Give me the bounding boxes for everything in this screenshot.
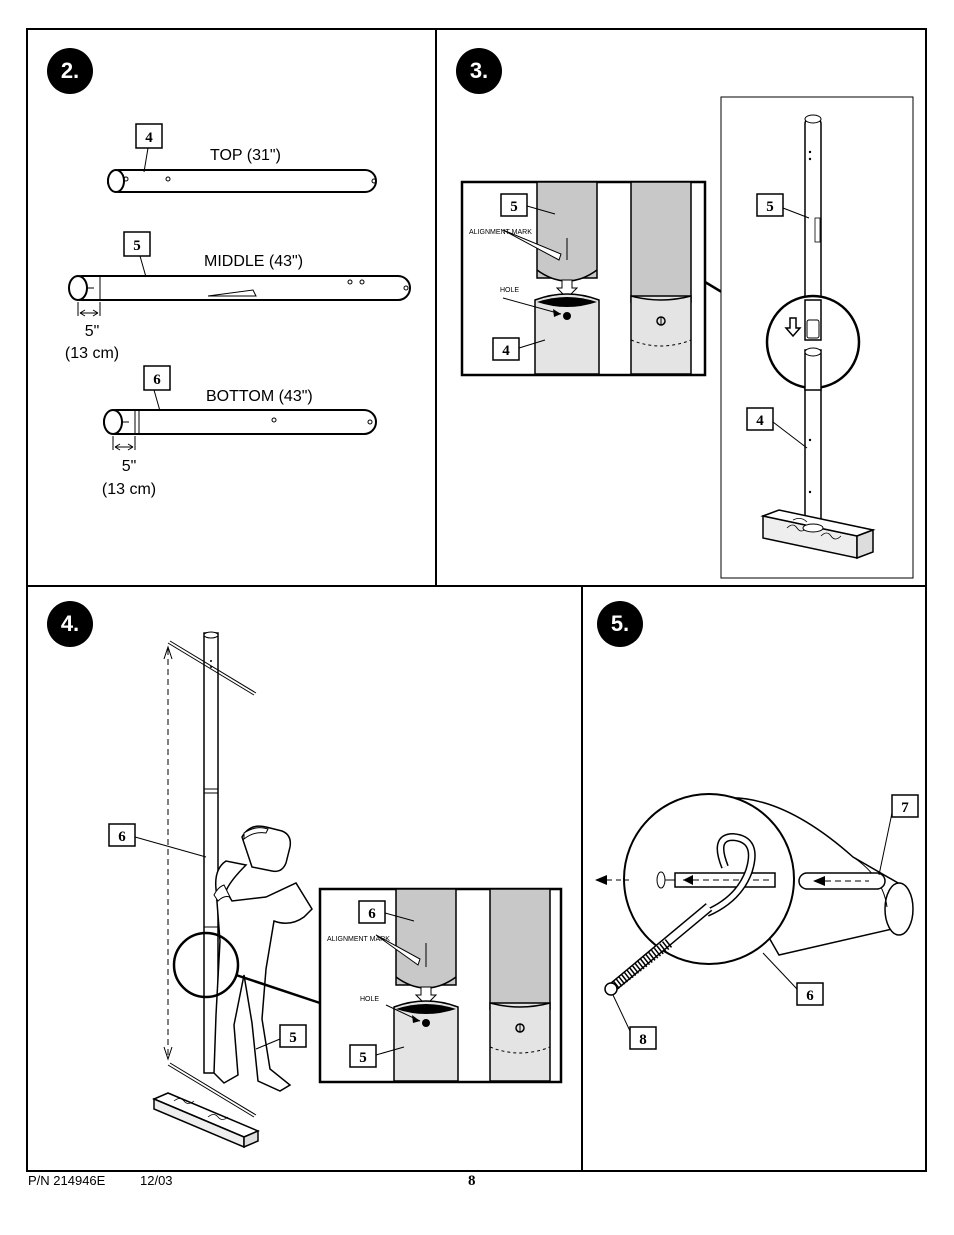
- step-5-illustration: 7 6 8: [595, 793, 919, 1050]
- step-2-illustration: 4 TOP (31") 5 MIDDLE (43") 5" (13 cm): [65, 123, 411, 498]
- bottom-tube-dim-cm: (13 cm): [102, 481, 156, 498]
- middle-tube: [68, 255, 411, 317]
- pole-label-4: 4: [756, 413, 764, 429]
- detail-label-6: 6: [368, 906, 376, 922]
- hole-label-step4: HOLE: [360, 996, 379, 1003]
- part-label-5: 5: [133, 238, 141, 254]
- label-box-7: [891, 794, 919, 818]
- alignment-mark-label: ALIGNMENT MARK: [469, 229, 532, 236]
- step-4-scene: [152, 631, 321, 1149]
- revision-date: 12/03: [140, 1173, 173, 1188]
- top-tube-label: TOP (31"): [210, 147, 281, 164]
- scene-label-5: 5: [289, 1030, 297, 1046]
- bottom-tube-dim-inches: 5": [122, 458, 137, 475]
- step-4-badge: 4.: [47, 601, 93, 647]
- scene-label-box-5: [279, 1024, 307, 1048]
- part-number: P/N 214946E: [28, 1173, 106, 1188]
- pole-label-box-4: [746, 407, 774, 431]
- part-label-4: 4: [145, 130, 153, 146]
- panel-step-2: 2. 4 TOP (31") 5 MIDD: [26, 28, 437, 587]
- label-box-8: [629, 1026, 657, 1050]
- part-label-box-6: [143, 365, 171, 391]
- detail-label-box-5-step4: [349, 1044, 377, 1068]
- detail-label-box-6: [358, 900, 386, 924]
- pole-label-box-5: [756, 193, 784, 217]
- detail-label-4: 4: [502, 343, 510, 359]
- detail-label-5-step4: 5: [359, 1050, 367, 1066]
- scene-label-box-6: [108, 823, 136, 847]
- top-tube: [107, 147, 377, 193]
- panel-step-5: 5.: [581, 585, 927, 1172]
- hole-label: HOLE: [500, 287, 519, 294]
- middle-tube-dim-cm: (13 cm): [65, 345, 119, 362]
- step-3-pole-view: [720, 96, 914, 579]
- detail-label-box-5: [500, 193, 528, 217]
- label-6-step5: 6: [806, 988, 814, 1004]
- step-3-badge: 3.: [456, 48, 502, 94]
- bottom-tube-label: BOTTOM (43"): [206, 388, 313, 405]
- middle-tube-dim-inches: 5": [85, 323, 100, 340]
- detail-label-5: 5: [510, 199, 518, 215]
- step-5-badge: 5.: [597, 601, 643, 647]
- page-number: 8: [468, 1173, 476, 1189]
- middle-tube-label: MIDDLE (43"): [204, 253, 303, 270]
- step-4-illustration: 6 5 6 5 ALIGNM: [108, 631, 563, 1149]
- alignment-mark-label-step4: ALIGNMENT MARK: [327, 936, 390, 943]
- label-8: 8: [639, 1032, 647, 1048]
- step-3-illustration: 5 4 ALIGNMENT MARK HOLE: [460, 96, 914, 579]
- bottom-tube: [103, 389, 377, 451]
- part-label-6: 6: [153, 372, 161, 388]
- pole-label-5: 5: [766, 199, 774, 215]
- label-box-6-step5: [796, 982, 824, 1006]
- label-7: 7: [901, 800, 909, 816]
- step-5-scene: [595, 793, 914, 996]
- part-label-box-4: [135, 123, 163, 149]
- scene-label-6: 6: [118, 829, 126, 845]
- panel-step-3: 3. 5: [435, 28, 927, 587]
- detail-label-box-4: [492, 337, 520, 361]
- panel-step-4: 4.: [26, 585, 583, 1172]
- part-label-box-5: [123, 231, 151, 257]
- step-2-badge: 2.: [47, 48, 93, 94]
